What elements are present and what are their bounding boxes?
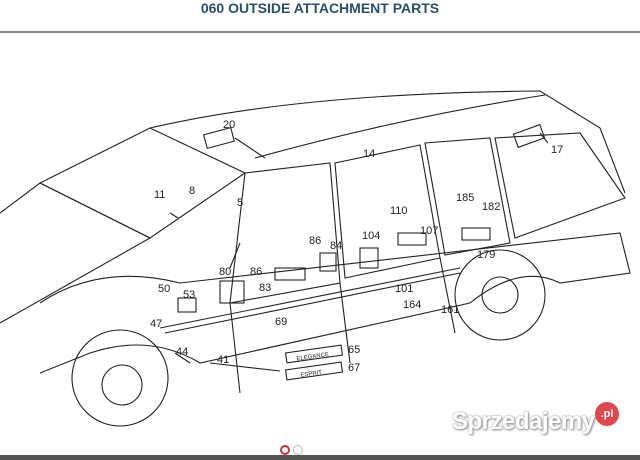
front-wheel-hub bbox=[101, 364, 143, 406]
part-shape bbox=[397, 232, 427, 246]
part-label: 44 bbox=[176, 346, 188, 358]
part-shape bbox=[461, 227, 491, 241]
part-label: 83 bbox=[259, 282, 271, 294]
divider bbox=[0, 31, 640, 33]
carousel-dot-2[interactable] bbox=[293, 445, 303, 455]
page-title: 060 OUTSIDE ATTACHMENT PARTS bbox=[200, 0, 440, 16]
part-label: 104 bbox=[362, 230, 380, 242]
part-shape bbox=[359, 247, 379, 269]
side-windows bbox=[229, 132, 626, 304]
part-label: 80 bbox=[219, 266, 231, 278]
emblem-text: ESPRIT bbox=[300, 370, 323, 379]
part-shape bbox=[512, 123, 546, 149]
part-shape bbox=[177, 297, 197, 313]
part-label: 11 bbox=[154, 189, 165, 201]
carousel-dot-1[interactable] bbox=[280, 445, 290, 455]
part-label: 50 bbox=[158, 283, 170, 295]
part-label: 17 bbox=[551, 144, 563, 156]
watermark-badge: .pl bbox=[595, 402, 619, 426]
car-roof-rail bbox=[254, 94, 546, 159]
part-label: 179 bbox=[477, 249, 495, 261]
watermark: Sprzedajemy bbox=[452, 408, 595, 435]
part-label: 185 bbox=[456, 192, 474, 204]
part-label: 67 bbox=[348, 362, 360, 374]
car-body-side bbox=[39, 232, 631, 374]
rear-wheel-hub bbox=[481, 276, 519, 314]
part-label: 5 bbox=[237, 197, 243, 209]
part-label: 69 bbox=[275, 316, 287, 328]
part-shape bbox=[219, 280, 245, 304]
body-molding bbox=[159, 267, 461, 334]
part-label: 110 bbox=[390, 205, 408, 217]
part-label: 41 bbox=[217, 354, 229, 366]
part-label: 161 bbox=[441, 304, 459, 316]
part-label: 8 bbox=[189, 185, 195, 197]
emblem-elegance bbox=[284, 344, 344, 364]
car-hood bbox=[0, 182, 152, 324]
divider bbox=[0, 455, 640, 460]
part-label: 53 bbox=[183, 289, 195, 301]
emblem-esprit bbox=[284, 361, 344, 381]
part-shape bbox=[274, 267, 306, 281]
part-label: 14 bbox=[363, 148, 375, 160]
part-label: 164 bbox=[403, 299, 421, 311]
part-label: 107 bbox=[420, 225, 438, 237]
part-label: 84 bbox=[330, 240, 342, 252]
carousel-dots bbox=[280, 445, 303, 455]
part-label: 182 bbox=[482, 201, 500, 213]
car-roof-outline bbox=[39, 90, 626, 194]
front-wheel bbox=[71, 329, 169, 427]
door-lines bbox=[229, 257, 456, 394]
windshield bbox=[39, 127, 247, 239]
rear-wheel bbox=[454, 249, 546, 341]
part-label: 86 bbox=[250, 266, 262, 278]
part-shape bbox=[202, 126, 236, 150]
part-label: 101 bbox=[395, 283, 413, 295]
part-label: 65 bbox=[348, 344, 360, 356]
part-shape bbox=[319, 252, 337, 272]
part-label: 20 bbox=[223, 119, 235, 131]
part-label: 47 bbox=[150, 318, 162, 330]
parts-diagram: 20 14 17 11 8 5 110 185 182 86 84 104 10… bbox=[0, 90, 631, 427]
part-label: 86 bbox=[309, 235, 321, 247]
emblem-text: ELEGANCE bbox=[296, 352, 329, 362]
